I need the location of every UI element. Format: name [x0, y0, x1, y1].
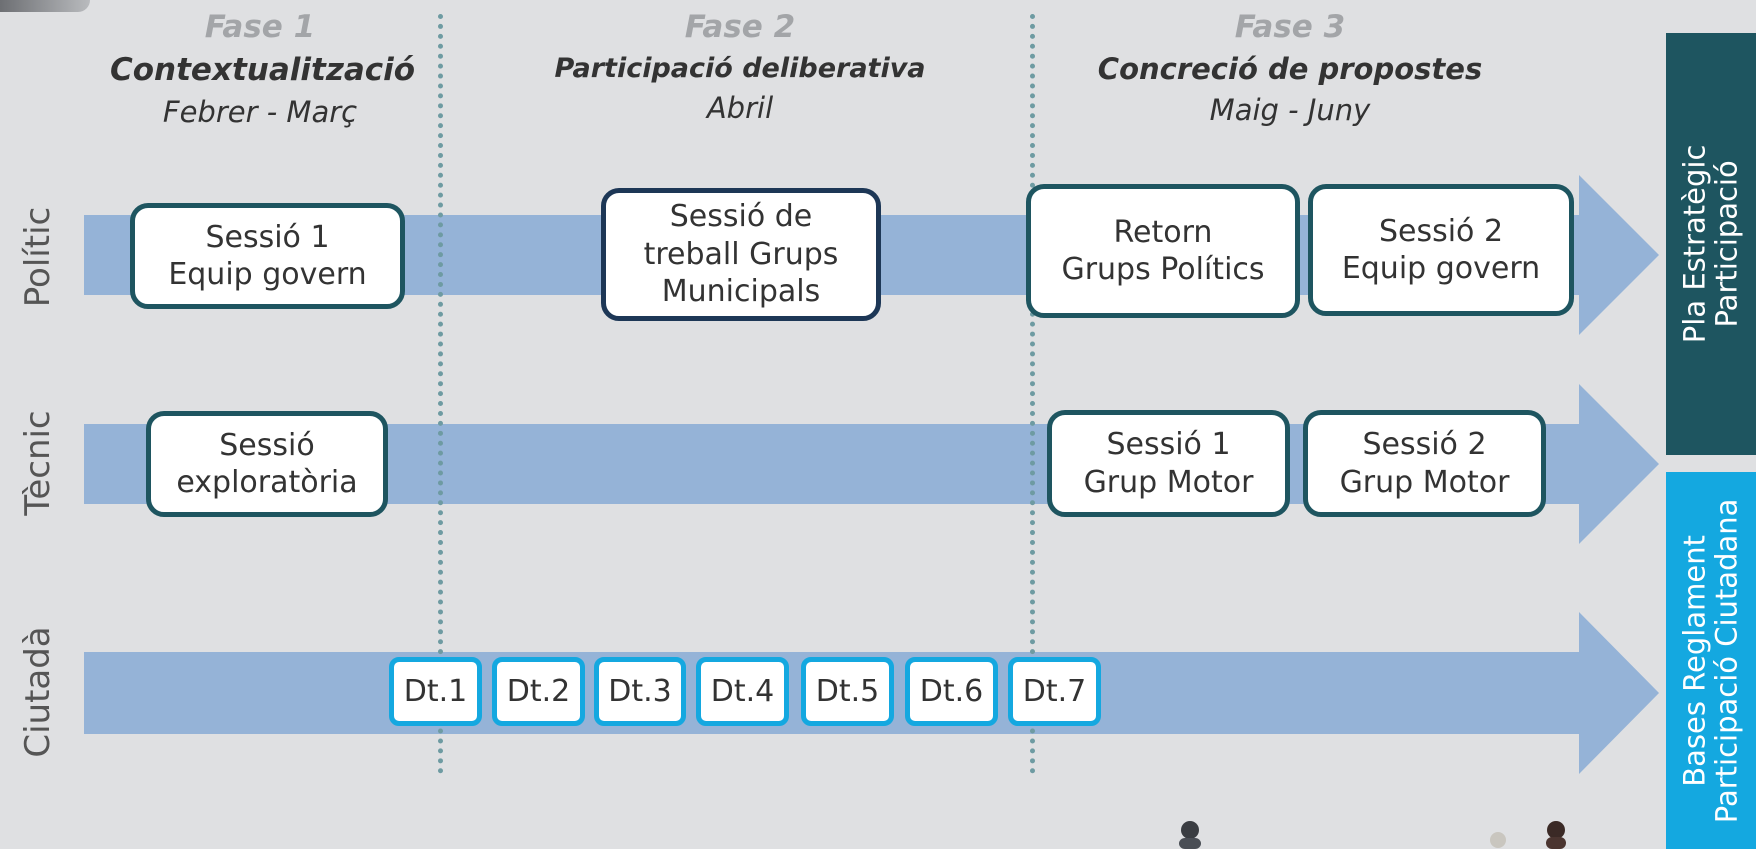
person-silhouette-2: [1490, 832, 1506, 848]
dt-session-5: Dt.5: [801, 657, 894, 726]
box-line: Municipals: [661, 274, 821, 310]
phase-1-label: Fase 1: [204, 9, 316, 45]
box-line: Sessió 1: [1106, 427, 1231, 462]
row-label-tecnic: Tècnic: [18, 410, 58, 516]
outcome-top-line2: Participació: [1709, 160, 1743, 328]
person-silhouette-3: [1546, 821, 1566, 849]
phase-3-name: Concreció de propostes: [1097, 52, 1483, 86]
box-line: Sessió 1: [205, 219, 330, 255]
outcome-top-line1: Pla Estratègic: [1677, 144, 1712, 344]
box-line: exploratòria: [176, 465, 358, 500]
box-line: Grup Motor: [1339, 464, 1510, 500]
phase-divider-2: [1030, 14, 1035, 774]
phase-3-header: Fase 3 Concreció de propostes Maig - Jun…: [1095, 12, 1485, 125]
box-line: Equip govern: [168, 257, 367, 292]
dt-session-7: Dt.7: [1008, 657, 1101, 726]
dt-session-2: Dt.2: [492, 657, 585, 726]
box-line: Grups Polítics: [1061, 252, 1265, 287]
phase-2-name: Participació deliberativa: [554, 53, 926, 84]
phase-1-header: Fase 1 Contextualització Febrer - Març: [110, 9, 416, 129]
person-silhouette-1: [1179, 821, 1201, 849]
box-line: Sessió 2: [1378, 213, 1504, 249]
dt-session-4: Dt.4: [696, 657, 789, 726]
phase-divider-1: [438, 14, 443, 774]
row-label-ciutada: Ciutadà: [18, 626, 58, 758]
phase-3-label: Fase 3: [1234, 9, 1346, 45]
box-line: Grup Motor: [1083, 464, 1254, 500]
dt-session-3: Dt.3: [594, 657, 686, 726]
outcome-bottom-line2: Participació Ciutadana: [1709, 498, 1744, 823]
phase-2-label: Fase 2: [684, 9, 796, 45]
phase-3-dates: Maig - Juny: [1209, 93, 1371, 127]
dt-session-6: Dt.6: [905, 657, 998, 726]
phase-1-name: Contextualització: [110, 52, 416, 88]
box-line: Sessió 2: [1362, 427, 1487, 462]
phase-1-dates: Febrer - Març: [162, 95, 358, 129]
phase-2-header: Fase 2 Participació deliberativa Abril: [545, 12, 935, 123]
phase-2-dates: Abril: [706, 91, 774, 125]
box-line: Equip govern: [1341, 251, 1541, 286]
outcome-bottom-line1: Bases Reglament: [1677, 534, 1712, 787]
dt-session-1: Dt.1: [389, 657, 482, 726]
photo-fragment: [0, 0, 90, 12]
box-line: treball Grups: [643, 236, 839, 272]
box-line: Sessió: [219, 427, 315, 463]
box-line: Retorn: [1113, 214, 1213, 250]
box-line: Sessió de: [669, 199, 813, 235]
row-label-politic: Polític: [18, 206, 58, 308]
